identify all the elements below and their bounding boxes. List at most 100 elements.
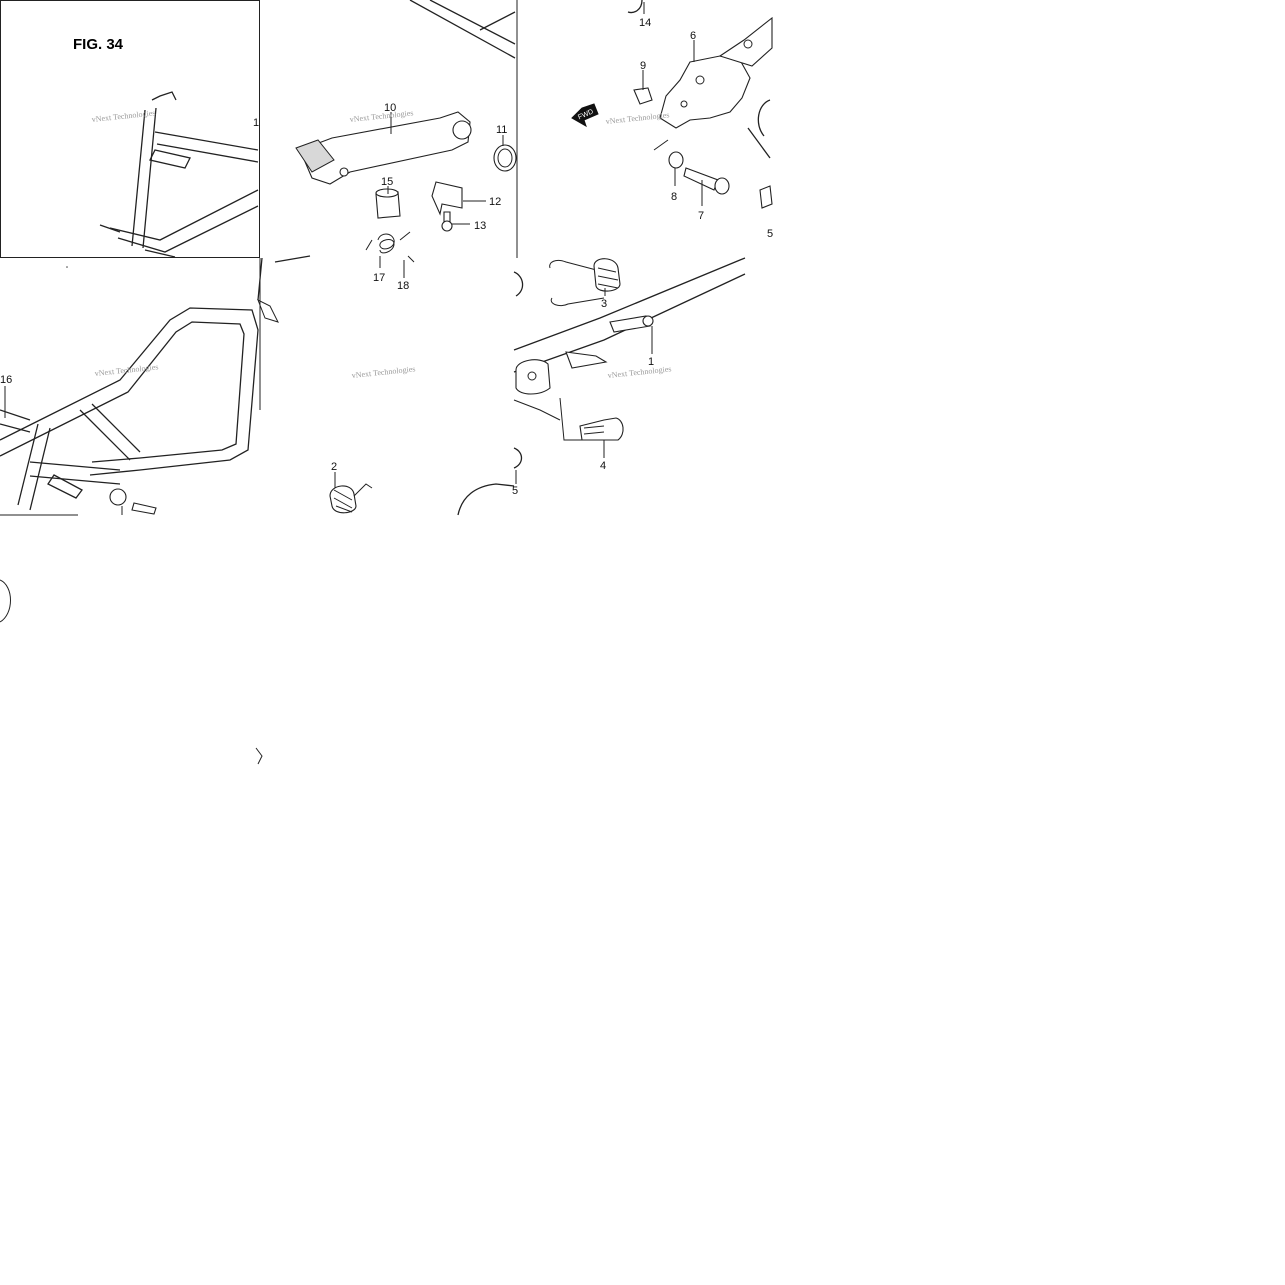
label-1-inset: 1 [253, 117, 259, 129]
label-9: 9 [640, 60, 646, 72]
figure-title: FIG. 34 [73, 36, 124, 53]
label-2: 2 [331, 461, 337, 473]
stand-foot-line [513, 399, 561, 421]
watermark-1: vNext Technologies [91, 108, 156, 124]
frame-fragment-right [747, 99, 771, 159]
frame-upright-tube [131, 107, 157, 249]
leader-lines [4, 2, 703, 515]
bracket-bolt-head [441, 220, 453, 232]
side-stand-group [513, 257, 746, 469]
bracket-hole-a [695, 75, 705, 85]
frame-down-tube [17, 423, 51, 511]
frame-bolt [131, 502, 157, 515]
stray-fragments [0, 266, 263, 765]
label-17: 17 [373, 272, 385, 284]
inset-frame-tubes [99, 91, 259, 258]
stand-spring-hooks [549, 259, 605, 307]
frame-peg [99, 224, 176, 258]
seal-ring [493, 144, 517, 172]
stand-pivot-bolt-thread [583, 425, 605, 435]
clip-edge-circle [0, 579, 11, 623]
return-spring-upper [377, 233, 395, 254]
label-15: 15 [381, 176, 393, 188]
label-10: 10 [384, 102, 396, 114]
stand-bolt [683, 167, 719, 191]
lug-fragment-top [513, 271, 524, 297]
fwd-arrow-shape [571, 103, 599, 128]
frame-lower-cross [29, 461, 121, 485]
watermark-5: vNext Technologies [351, 364, 416, 380]
pivot-stub [257, 298, 279, 323]
stand-pivot-hole [527, 371, 537, 381]
bracket-hole-b [680, 100, 688, 108]
seal-ring-inner [497, 148, 513, 168]
brake-pedal-arm [299, 111, 471, 185]
dot-mark [66, 266, 68, 268]
nut-right [759, 185, 773, 209]
label-18: 18 [397, 280, 409, 292]
watermark-4: vNext Technologies [94, 362, 159, 378]
label-4: 4 [600, 460, 606, 472]
nut [633, 87, 653, 105]
cotter-pin [407, 255, 415, 263]
frame-collar [109, 488, 127, 506]
pivot-spring-tail [353, 483, 373, 497]
frame-boss [47, 474, 83, 499]
watermark-6: vNext Technologies [607, 364, 672, 380]
stand-leg-pivot [515, 359, 551, 395]
bracket-plate [431, 181, 463, 216]
bolt-leader [559, 397, 582, 441]
frame-brace [79, 403, 141, 461]
label-11: 11 [496, 124, 507, 136]
frame-lower-rail [109, 189, 259, 253]
watermark-2: vNext Technologies [349, 108, 414, 124]
bracket-arm-hole [743, 39, 753, 49]
leader-dash [653, 139, 669, 151]
housing-fragment [457, 483, 515, 516]
frame-tube-top [409, 0, 516, 59]
frame-bracket [149, 149, 191, 169]
part-labels: 14 6 9 8 7 5 10 11 12 13 15 17 18 3 1 4 … [0, 17, 773, 497]
stand-spring [593, 258, 621, 292]
label-12: 12 [489, 196, 501, 208]
brake-pedal-group [295, 0, 517, 263]
label-1: 1 [648, 356, 654, 368]
stand-pin-head [642, 315, 654, 327]
label-7: 7 [698, 210, 704, 222]
spring-hooks [365, 231, 411, 251]
frame-stub-top [257, 255, 311, 301]
washer [668, 151, 684, 169]
pedal-hole [339, 167, 349, 177]
stand-bracket-plate [659, 55, 751, 129]
label-5: 5 [512, 485, 518, 497]
panel-frames [0, 0, 518, 516]
pivot-spring-coils [333, 489, 353, 513]
stand-bracket-group [627, 0, 773, 209]
inset-frame [0, 0, 260, 258]
label-16: 16 [0, 374, 12, 386]
stand-bolt-head [714, 177, 730, 195]
clip-fragment [627, 0, 643, 14]
frame-hook [151, 91, 177, 101]
stand-tab [565, 351, 608, 369]
label-14: 14 [639, 17, 651, 29]
bushing-top [375, 188, 399, 198]
stand-leg [513, 257, 746, 373]
label-8: 8 [671, 191, 677, 203]
frame-inner-tube [0, 321, 245, 463]
label-6: 6 [690, 30, 696, 42]
stand-pivot-bolt [579, 417, 624, 441]
watermark-3: vNext Technologies [605, 110, 670, 126]
stand-spring-coils [597, 267, 619, 289]
label-13: 13 [474, 220, 486, 232]
label-3: 3 [601, 298, 607, 310]
lower-spring-group [329, 483, 515, 516]
bracket-arm [718, 16, 773, 67]
pedal-foot-pad [295, 139, 335, 173]
main-frame-group [0, 255, 311, 515]
label-5-edge: 5 [767, 228, 773, 240]
clip-edge-mark [255, 747, 263, 765]
frame-upper-rail [154, 131, 259, 163]
lug-fragment-bottom [513, 447, 523, 469]
